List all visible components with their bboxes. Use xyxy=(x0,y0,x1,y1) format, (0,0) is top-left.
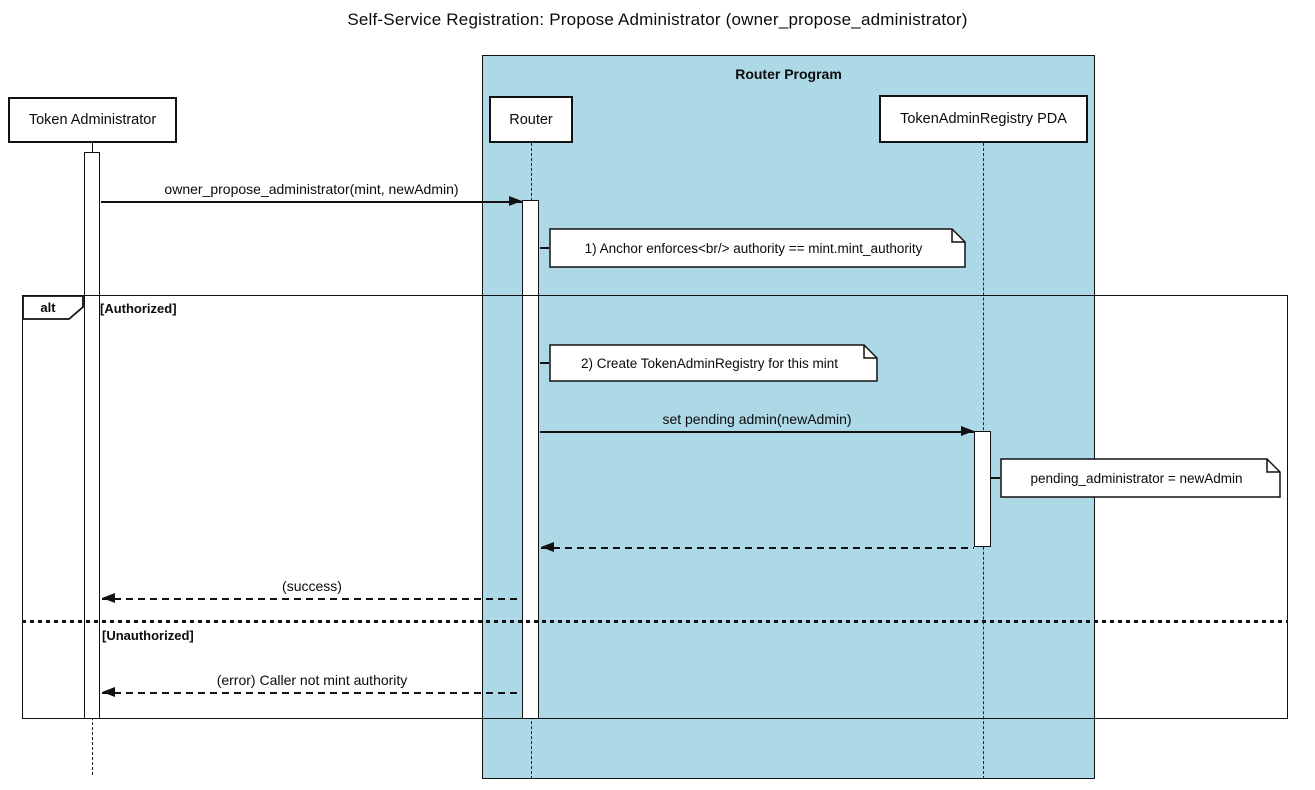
note-connector xyxy=(540,247,549,249)
alt-operator-tab: alt xyxy=(22,295,84,320)
activation-token-administrator xyxy=(84,152,100,719)
note-fold-icon xyxy=(863,345,877,359)
alt-operator-label: alt xyxy=(40,300,56,315)
note-shape xyxy=(549,228,966,268)
guard-authorized: [Authorized] xyxy=(100,301,177,316)
note-text: 1) Anchor enforces<br/> authority == min… xyxy=(584,240,923,256)
note-shape xyxy=(1000,458,1281,498)
alt-divider xyxy=(22,620,1288,623)
participant-router: Router xyxy=(489,96,573,143)
participant-registry-pda-label: TokenAdminRegistry PDA xyxy=(900,111,1067,127)
message-line xyxy=(540,431,974,433)
lifeline-stub xyxy=(91,143,93,152)
arrowhead-left-icon xyxy=(102,593,115,604)
message-owner-propose-administrator: owner_propose_administrator(mint, newAdm… xyxy=(101,181,522,207)
return-error: (error) Caller not mint authority xyxy=(102,672,522,698)
message-set-pending-admin: set pending admin(newAdmin) xyxy=(540,411,974,437)
diagram-title: Self-Service Registration: Propose Admin… xyxy=(347,10,968,29)
participant-token-administrator: Token Administrator xyxy=(8,97,177,143)
router-program-label: Router Program xyxy=(735,66,842,82)
message-line xyxy=(541,547,974,549)
message-line xyxy=(102,598,522,600)
arrowhead-left-icon xyxy=(102,687,115,698)
activation-router xyxy=(522,200,539,719)
activation-registry-pda xyxy=(974,431,991,547)
arrowhead-right-icon xyxy=(509,196,522,207)
message-label: (error) Caller not mint authority xyxy=(216,672,408,688)
participant-router-label: Router xyxy=(509,111,553,128)
message-line xyxy=(102,692,522,694)
arrowhead-left-icon xyxy=(541,542,554,553)
note-text: 2) Create TokenAdminRegistry for this mi… xyxy=(580,355,839,371)
message-label: (success) xyxy=(282,578,342,594)
return-success: (success) xyxy=(102,578,522,604)
message-line xyxy=(101,201,522,203)
note-fold-icon xyxy=(1266,459,1280,473)
note-connector xyxy=(991,477,1000,479)
router-program-container: Router Program xyxy=(482,55,1095,779)
note-pending-administrator: pending_administrator = newAdmin xyxy=(1000,458,1281,498)
note-connector xyxy=(540,362,549,364)
alt-tab-shape xyxy=(22,295,84,320)
note-anchor-enforces: 1) Anchor enforces<br/> authority == min… xyxy=(549,228,966,268)
note-fold-icon xyxy=(951,229,965,243)
note-shape xyxy=(549,344,878,382)
guard-unauthorized: [Unauthorized] xyxy=(102,628,194,643)
note-text: pending_administrator = newAdmin xyxy=(1030,470,1243,486)
participant-token-administrator-label: Token Administrator xyxy=(28,112,157,128)
note-create-registry: 2) Create TokenAdminRegistry for this mi… xyxy=(549,344,878,382)
return-registry-to-router xyxy=(541,542,974,553)
participant-registry-pda: TokenAdminRegistry PDA xyxy=(879,95,1088,143)
message-label: set pending admin(newAdmin) xyxy=(662,411,852,427)
message-label: owner_propose_administrator(mint, newAdm… xyxy=(164,181,459,197)
arrowhead-right-icon xyxy=(961,426,974,437)
